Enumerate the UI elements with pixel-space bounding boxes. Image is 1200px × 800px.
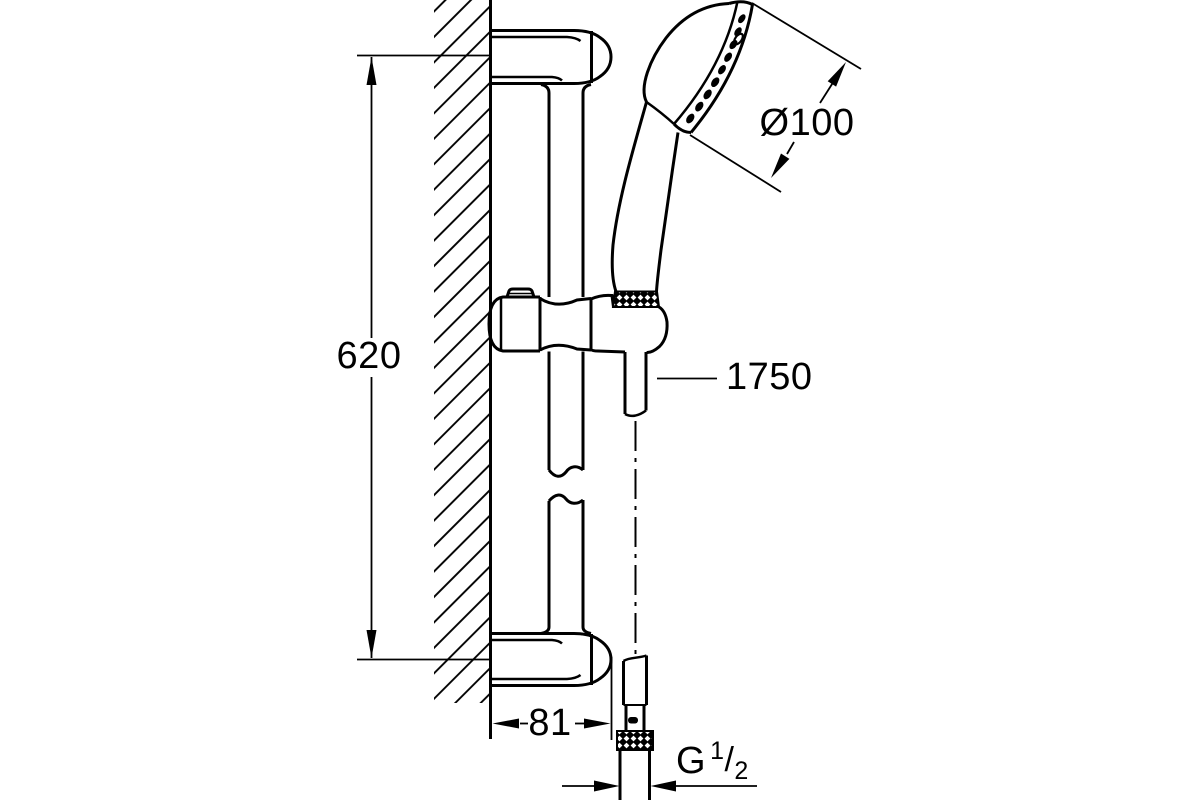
wall-section-hatch: [434, 0, 492, 739]
rail-break-lower: [547, 493, 584, 505]
dim-100-label: Ø100: [759, 102, 855, 144]
spray-face-inner-edge: [673, 1, 739, 125]
hand-shower: [610, 0, 754, 308]
dim-81-label: 81: [528, 702, 572, 744]
thread-numerator: 1: [710, 737, 725, 765]
slider-lock-button: [505, 287, 536, 298]
dim-81: [492, 657, 613, 740]
thread-denominator: 2: [734, 757, 749, 785]
handle-right-edge: [655, 132, 680, 292]
thread-prefix: G: [676, 740, 707, 782]
thread-slash: /: [724, 741, 735, 779]
handle-left-edge: [610, 101, 648, 292]
dim-100-ext-upper: [751, 2, 862, 70]
dim-620: [357, 54, 489, 661]
dim-100-ext-lower: [689, 134, 782, 193]
shower-head-body: [642, 2, 730, 103]
bottom-bracket: [492, 626, 613, 687]
face-detail-nozzle: [733, 32, 744, 46]
dim-g12: [562, 780, 757, 792]
rail-break-upper: [547, 465, 584, 478]
slider-holder: [487, 287, 669, 355]
dim-620-label: 620: [336, 335, 402, 377]
dim-1750-label: 1750: [726, 356, 813, 398]
fitting-slot: [628, 717, 638, 724]
hose-break-lower: [622, 654, 647, 663]
hose-break-upper: [624, 409, 647, 418]
dim-100: [689, 2, 862, 193]
handle-knurl-nut: [611, 290, 661, 308]
spray-face-outer-edge: [689, 4, 754, 134]
slide-rail: [547, 93, 585, 627]
top-bracket: [492, 29, 613, 94]
shower-hose: [616, 352, 654, 800]
head-handle-joint: [645, 100, 675, 125]
spray-nozzles: [686, 14, 746, 124]
hose-knurl-nut: [616, 730, 654, 751]
